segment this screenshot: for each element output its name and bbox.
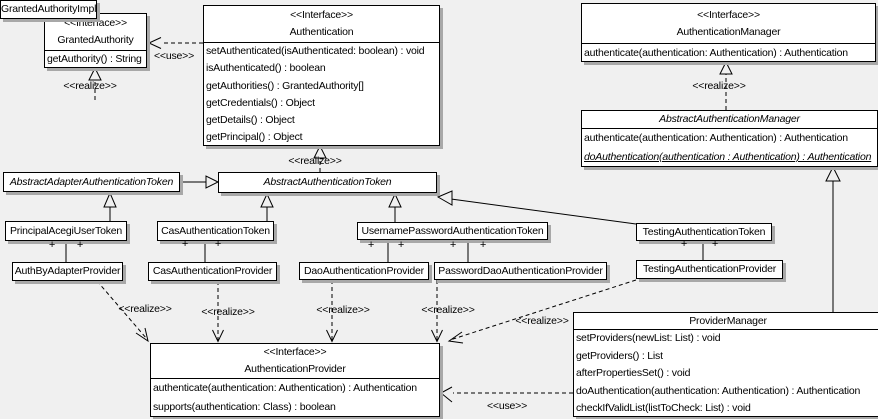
class-abstract-authentication-manager[interactable]: AbstractAuthenticationManager authentica… (581, 110, 878, 167)
class-username-password-authentication-token[interactable]: UsernamePasswordAuthenticationToken (357, 222, 548, 240)
association-end-plus: + (48, 239, 56, 251)
edge-use-providermanager (440, 386, 573, 403)
association-end-plus: + (680, 238, 688, 250)
method-label: setProviders(newList: List) : void (576, 332, 721, 344)
method-label: getDetails() : Object (206, 114, 295, 127)
association-end-plus: + (479, 239, 487, 251)
edge-realize-cas-provider (212, 281, 224, 343)
class-name: AuthenticationProvider (244, 363, 346, 375)
edge-generalization-usernamepassword-token (388, 192, 402, 222)
association-end-plus: + (449, 239, 457, 251)
edge-label-realize: <<realize>> (316, 304, 370, 316)
association-end-plus: + (711, 238, 719, 250)
edge-realize-abstract-manager (719, 60, 733, 110)
class-provider-manager[interactable]: ProviderManager setProviders(newList: Li… (573, 312, 878, 417)
class-testing-authentication-token[interactable]: TestingAuthenticationToken (636, 223, 772, 241)
class-cas-authentication-token[interactable]: CasAuthenticationToken (157, 221, 274, 241)
class-name: TestingAuthenticationToken (642, 225, 766, 238)
edge-realize-dao-provider (326, 280, 338, 343)
class-name: ProviderManager (689, 314, 767, 327)
association-end-plus: + (181, 238, 189, 250)
stereotype-label: <<Interface>> (290, 9, 353, 21)
class-auth-by-adapter-provider[interactable]: AuthByAdapterProvider (12, 262, 123, 281)
method-label: afterPropertiesSet() : void (576, 367, 691, 380)
class-name: Authentication (289, 26, 354, 38)
method-label: getAuthorities() : GrantedAuthority[] (206, 79, 364, 92)
edge-generalization-provider-manager (825, 165, 841, 312)
class-authentication[interactable]: <<Interface>> Authentication setAuthenti… (203, 5, 440, 146)
method-label: getCredentials() : Object (206, 96, 315, 109)
class-name: DaoAuthenticationProvider (304, 264, 424, 277)
edge-generalization-principal-acegi (103, 191, 117, 221)
method-label: isAuthenticated() : boolean (206, 62, 326, 75)
association-end-plus: + (397, 239, 405, 251)
method-label: doAuthentication(authentication : Authen… (584, 151, 872, 163)
association-end-plus: + (76, 239, 84, 251)
edge-generalization-cas-token (260, 192, 274, 221)
edge-label-realize: <<realize>> (421, 304, 475, 316)
class-granted-authority[interactable]: <<Interface>> GrantedAuthority getAuthor… (44, 13, 147, 68)
method-label: authenticate(authentication: Authenticat… (584, 132, 848, 144)
method-label: getPrincipal() : Object (206, 131, 303, 144)
edge-generalization-adapter-token (180, 175, 220, 189)
class-name: AbstractAdapterAuthenticationToken (9, 175, 174, 188)
class-password-dao-authentication-provider[interactable]: PasswordDaoAuthenticationProvider (434, 262, 607, 280)
stereotype-label: <<Interface>> (64, 17, 127, 29)
edge-label-realize: <<realize>> (201, 306, 255, 318)
class-name: TestingAuthenticationProvider (642, 263, 777, 275)
edge-use-authentication-grantedauthority (147, 37, 203, 49)
edge-label-realize: <<realize>> (515, 315, 569, 327)
method-label: getAuthority() : String (47, 53, 142, 65)
class-granted-authority-impl[interactable]: GrantedAuthorityImpl (0, 0, 98, 19)
class-dao-authentication-provider[interactable]: DaoAuthenticationProvider (299, 262, 429, 280)
method-label: getProviders() : List (576, 349, 663, 362)
association-end-plus: + (214, 238, 222, 250)
class-name: AbstractAuthenticationManager (659, 113, 800, 125)
edge-realize-pwdao-provider (431, 280, 443, 343)
class-cas-authentication-provider[interactable]: CasAuthenticationProvider (148, 262, 277, 281)
edge-label-realize: <<realize>> (692, 80, 746, 92)
edge-realize-abstract-token (313, 144, 327, 172)
class-name: GrantedAuthority (57, 34, 134, 46)
class-name: AuthByAdapterProvider (14, 265, 121, 277)
class-name: UsernamePasswordAuthenticationToken (361, 224, 544, 237)
class-testing-authentication-provider[interactable]: TestingAuthenticationProvider (636, 260, 783, 279)
class-authentication-manager[interactable]: <<Interface>> AuthenticationManager auth… (581, 3, 876, 62)
stereotype-label: <<Interface>> (697, 8, 760, 21)
edge-generalization-testing-token (436, 190, 637, 225)
edge-realize-authbyadapter-provider (96, 280, 149, 343)
class-name: CasAuthenticationProvider (152, 265, 273, 277)
class-name: AbstractAuthenticationToken (263, 176, 392, 188)
class-name: PasswordDaoAuthenticationProvider (438, 264, 603, 277)
method-label: authenticate(authentication: Authenticat… (153, 382, 417, 394)
class-name: CasAuthenticationToken (161, 224, 270, 237)
edge-realize-testing-provider (447, 279, 637, 344)
edge-label-realize: <<realize>> (118, 303, 172, 315)
class-name: GrantedAuthorityImpl (1, 3, 97, 15)
method-label: authenticate(authentication: Authenticat… (584, 47, 848, 59)
class-authentication-provider[interactable]: <<Interface>> AuthenticationProvider aut… (150, 343, 440, 417)
stereotype-label: <<Interface>> (263, 346, 327, 358)
class-name: AuthenticationManager (676, 25, 781, 38)
edge-realize-grantedauthorityimpl (88, 66, 102, 100)
class-abstract-adapter-authentication-token[interactable]: AbstractAdapterAuthenticationToken (3, 172, 180, 192)
edge-label-realize: <<realize>> (63, 80, 117, 92)
method-label: supports(authentication: Class) : boolea… (153, 401, 336, 413)
method-label: checkIfValidList(listToCheck: List) : vo… (576, 402, 751, 415)
edge-label-realize: <<realize>> (288, 155, 342, 167)
class-principal-acegi-user-token[interactable]: PrincipalAcegiUserToken (5, 221, 127, 241)
method-label: doAuthentication(authentication: Authent… (576, 384, 861, 397)
edge-label-use: <<use>> (153, 50, 195, 62)
class-abstract-authentication-token[interactable]: AbstractAuthenticationToken (218, 172, 437, 193)
method-label: setAuthenticated(isAuthenticated: boolea… (206, 45, 425, 57)
edge-label-use: <<use>> (486, 400, 528, 412)
association-end-plus: + (367, 239, 375, 251)
class-name: PrincipalAcegiUserToken (9, 224, 123, 237)
